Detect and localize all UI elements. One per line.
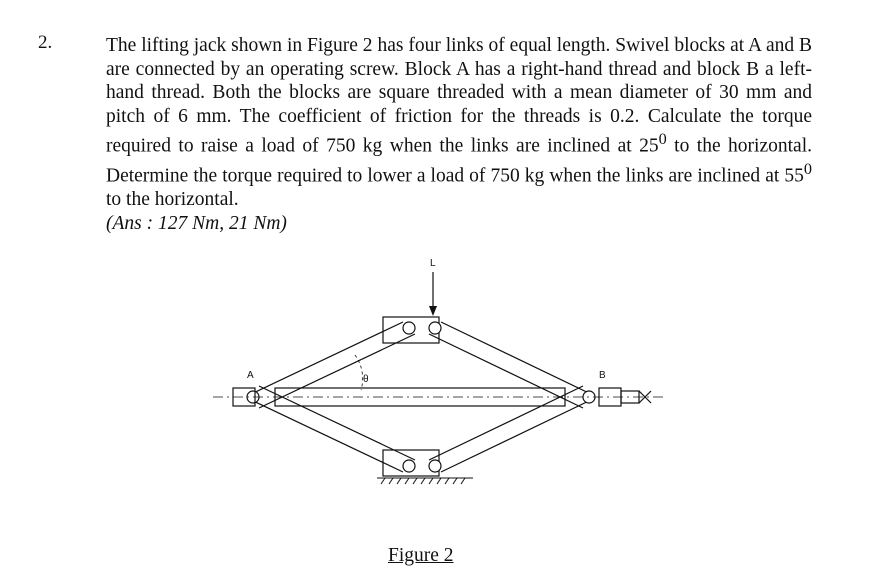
lifting-jack-figure: L [213,258,665,485]
load-label: L [430,258,436,269]
block-a-label: A [247,370,254,381]
problem-text: The lifting jack shown in Figure 2 has f… [106,35,812,157]
angle-arc [354,354,364,391]
degree-superscript-1: 0 [658,130,667,148]
problem-text-2: to the horizontal. Determine the torque … [106,135,812,187]
block-b-label: B [599,370,606,381]
angle-label: θ [363,374,369,385]
ground-hatch [377,477,473,485]
load-arrow-head [429,306,437,316]
degree-superscript-2: 0 [803,160,812,178]
links [246,321,596,473]
figure-caption: Figure 2 [388,545,454,566]
operating-screw [213,387,665,407]
problem-statement: The lifting jack shown in Figure 2 has f… [106,34,812,235]
answer-text: (Ans : 127 Nm, 21 Nm) [106,212,287,234]
problem-text-3: to the horizontal. [106,189,239,210]
question-number: 2. [38,32,53,53]
